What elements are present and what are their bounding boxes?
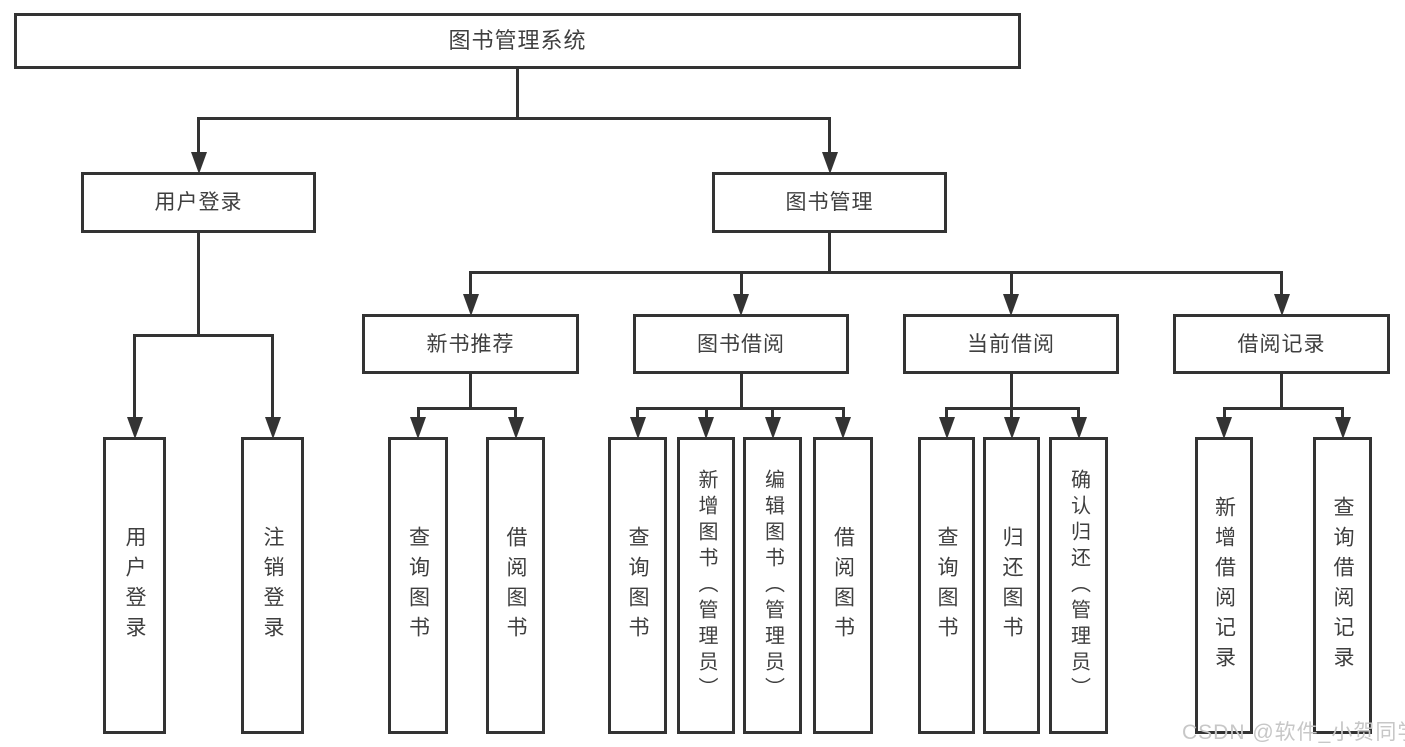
connector-line — [841, 408, 845, 419]
connector-line — [636, 406, 845, 410]
connector-line — [133, 333, 274, 337]
node-edit-book-admin: 编辑图书（管理员） — [743, 437, 802, 734]
connector-line — [514, 408, 517, 419]
connector-line — [636, 408, 639, 419]
arrow-down-icon — [1003, 417, 1020, 439]
connector-line — [1009, 272, 1013, 296]
arrow-down-icon — [190, 152, 207, 174]
node-root: 图书管理系统 — [14, 13, 1021, 69]
node-query-books-2: 查询图书 — [608, 437, 667, 734]
node-user-login-leaf: 用户登录 — [103, 437, 166, 734]
connector-line — [197, 116, 831, 120]
node-user-login: 用户登录 — [81, 172, 316, 233]
connector-line — [739, 372, 743, 410]
node-borrow-books-2: 借阅图书 — [813, 437, 873, 734]
node-borrow-books-1: 借阅图书 — [486, 437, 545, 734]
node-add-borrow-record: 新增借阅记录 — [1195, 437, 1253, 734]
connector-line — [469, 272, 472, 296]
arrow-down-icon — [821, 152, 838, 174]
arrow-down-icon — [462, 294, 479, 316]
arrow-down-icon — [629, 417, 646, 439]
arrow-down-icon — [1334, 417, 1351, 439]
connector-line — [416, 408, 420, 419]
arrow-down-icon — [126, 417, 143, 439]
connector-line — [739, 272, 743, 296]
arrow-down-icon — [764, 417, 781, 439]
connector-line — [1010, 408, 1013, 419]
connector-line — [469, 270, 1283, 274]
connector-line — [416, 406, 517, 410]
node-add-book-admin: 新增图书（管理员） — [677, 437, 735, 734]
connector-line — [271, 335, 274, 419]
connector-line — [469, 372, 472, 410]
connector-line — [516, 67, 519, 120]
node-return-book: 归还图书 — [983, 437, 1040, 734]
connector-line — [1077, 408, 1080, 419]
node-borrow-records: 借阅记录 — [1173, 314, 1390, 374]
node-book-borrow: 图书借阅 — [633, 314, 849, 374]
connector-line — [1280, 272, 1283, 296]
connector-line — [1341, 408, 1344, 419]
node-query-books-3: 查询图书 — [918, 437, 975, 734]
arrow-down-icon — [1273, 294, 1290, 316]
watermark: CSDN @软件_小贺同学 — [1182, 721, 1405, 744]
connector-line — [197, 231, 200, 337]
arrow-down-icon — [410, 417, 426, 439]
connector-line — [771, 408, 774, 419]
connector-line — [828, 231, 831, 274]
node-query-borrow-record: 查询借阅记录 — [1313, 437, 1372, 734]
arrow-down-icon — [1070, 417, 1087, 439]
arrow-down-icon — [1216, 417, 1232, 439]
connector-line — [1009, 372, 1013, 410]
connector-line — [1222, 408, 1226, 419]
connector-line — [133, 335, 136, 419]
connector-line — [828, 118, 831, 154]
arrow-down-icon — [507, 417, 524, 439]
node-new-book-rec: 新书推荐 — [362, 314, 579, 374]
arrow-down-icon — [264, 417, 281, 439]
connector-line — [1280, 372, 1283, 410]
node-logout-leaf: 注销登录 — [241, 437, 304, 734]
connector-line — [945, 408, 948, 419]
node-book-mgmt: 图书管理 — [712, 172, 947, 233]
arrow-down-icon — [1003, 294, 1019, 316]
connector-line — [1222, 406, 1344, 410]
node-confirm-return-admin: 确认归还（管理员） — [1049, 437, 1108, 734]
node-query-books-1: 查询图书 — [388, 437, 448, 734]
connector-line — [197, 118, 200, 154]
node-current-borrow: 当前借阅 — [903, 314, 1119, 374]
arrow-down-icon — [733, 294, 749, 316]
arrow-down-icon — [698, 417, 714, 439]
connector-line — [704, 408, 708, 419]
arrow-down-icon — [938, 417, 955, 439]
arrow-down-icon — [835, 417, 851, 439]
